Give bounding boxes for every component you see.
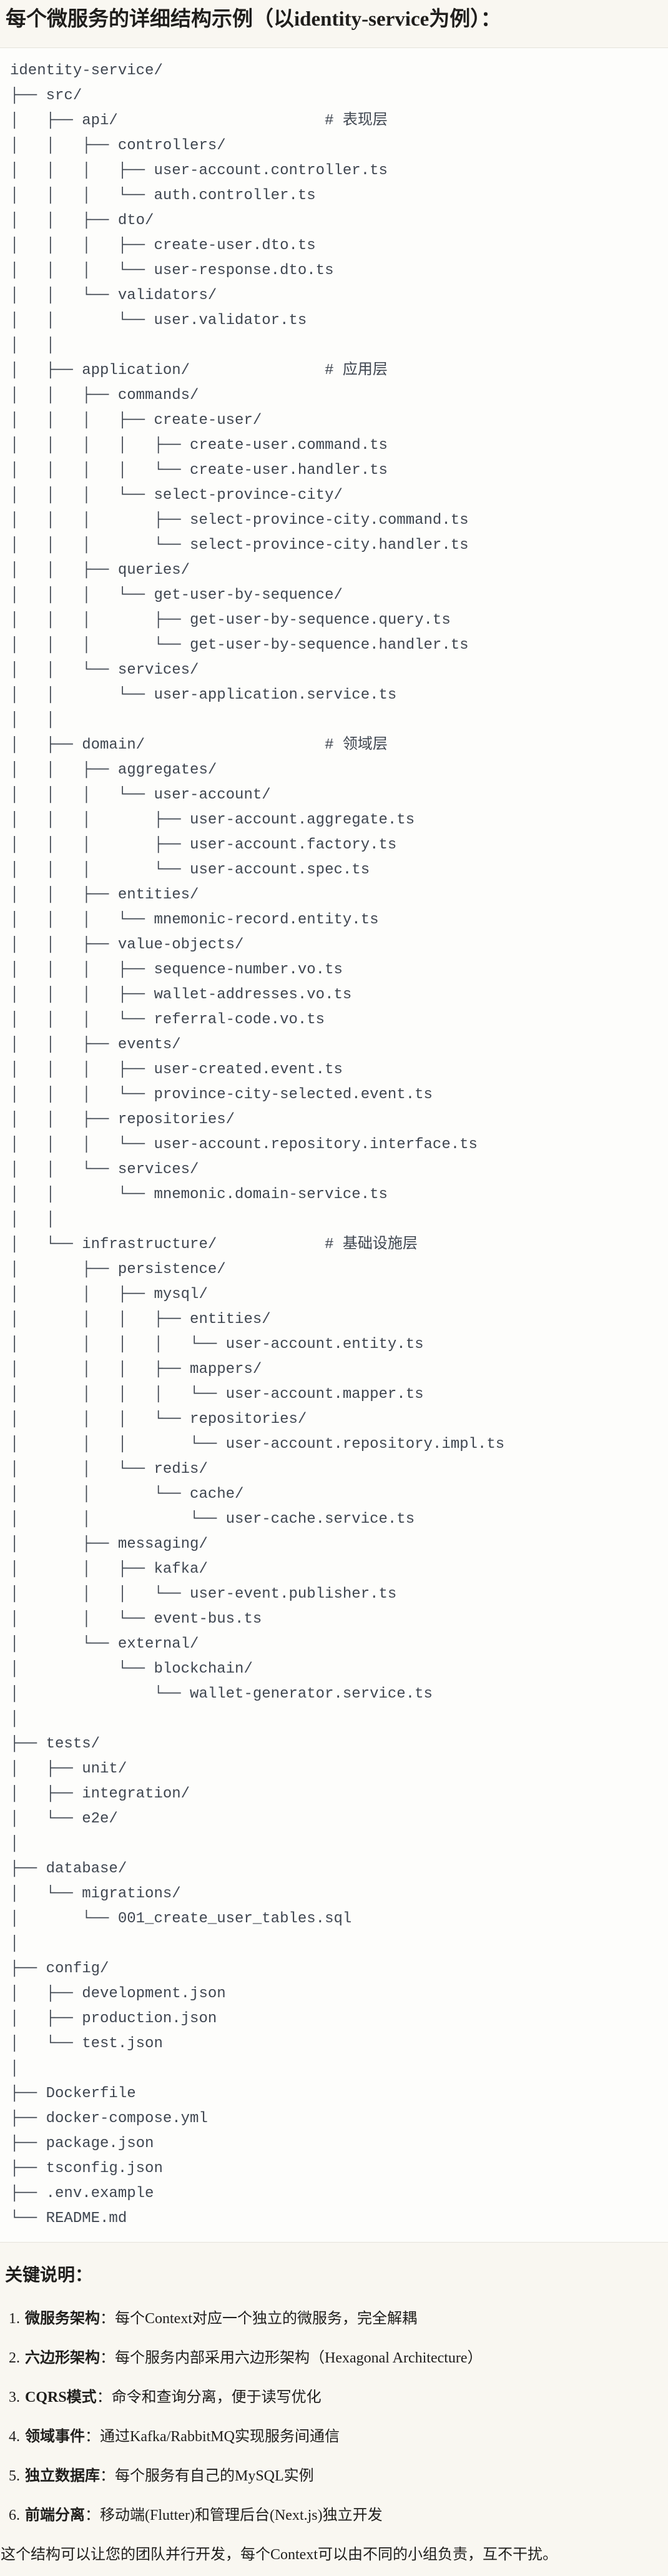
note-text: 命令和查询分离，便于读写优化 — [111, 2389, 322, 2406]
directory-tree: identity-service/ ├── src/ │ ├── api/ # … — [10, 62, 505, 2227]
key-notes-section: 关键说明： 1.微服务架构：每个Context对应一个独立的微服务，完全解耦 2… — [0, 2264, 668, 2528]
note-term: CQRS模式 — [25, 2389, 97, 2406]
note-item-4: 4. 领域事件：通过Kafka/RabbitMQ实现服务间通信 — [9, 2424, 662, 2449]
note-text: 每个Context对应一个独立的微服务，完全解耦 — [115, 2311, 417, 2327]
page-title: 每个微服务的详细结构示例（以identity-service为例）： — [6, 8, 501, 31]
note-term: 领域事件 — [25, 2429, 85, 2445]
note-number: 2. — [9, 2350, 20, 2366]
note-number: 5. — [9, 2468, 20, 2484]
note-colon: ： — [100, 2350, 115, 2366]
note-number: 6. — [9, 2507, 20, 2524]
note-item-5: 5. 独立数据库：每个服务有自己的MySQL实例 — [9, 2464, 662, 2489]
note-text: 移动端(Flutter)和管理后台(Next.js)独立开发 — [100, 2507, 383, 2524]
note-number: 4. — [9, 2429, 20, 2445]
note-text: 通过Kafka/RabbitMQ实现服务间通信 — [100, 2429, 340, 2445]
note-number: 3. — [9, 2389, 20, 2406]
note-term: 六边形架构 — [25, 2350, 100, 2366]
note-text: 每个服务有自己的MySQL实例 — [115, 2468, 314, 2484]
note-term: 前端分离 — [25, 2507, 85, 2524]
note-term: 独立数据库 — [25, 2468, 100, 2484]
note-colon: ： — [85, 2507, 100, 2524]
note-colon: ： — [100, 2468, 115, 2484]
code-block: identity-service/ ├── src/ │ ├── api/ # … — [0, 47, 668, 2243]
note-item-2: 2. 六边形架构：每个服务内部采用六边形架构（Hexagonal Architec… — [9, 2346, 662, 2371]
note-item-6: 6. 前端分离：移动端(Flutter)和管理后台(Next.js)独立开发 — [9, 2503, 662, 2528]
note-term: 微服务架构 — [25, 2311, 100, 2327]
note-colon: ： — [96, 2389, 112, 2406]
closing-paragraph: 这个结构可以让您的团队并行开发，每个Context可以由不同的小组负责，互不干扰… — [1, 2547, 557, 2563]
note-item-1: 1. 微服务架构：每个Context对应一个独立的微服务，完全解耦 — [9, 2306, 662, 2331]
note-number: 1. — [9, 2311, 20, 2327]
note-colon: ： — [85, 2429, 100, 2445]
note-text: 每个服务内部采用六边形架构（Hexagonal Architecture） — [115, 2350, 483, 2366]
note-colon: ： — [100, 2311, 115, 2327]
note-item-3: 3. CQRS模式：命令和查询分离，便于读写优化 — [9, 2385, 662, 2410]
notes-heading: 关键说明： — [5, 2266, 93, 2285]
